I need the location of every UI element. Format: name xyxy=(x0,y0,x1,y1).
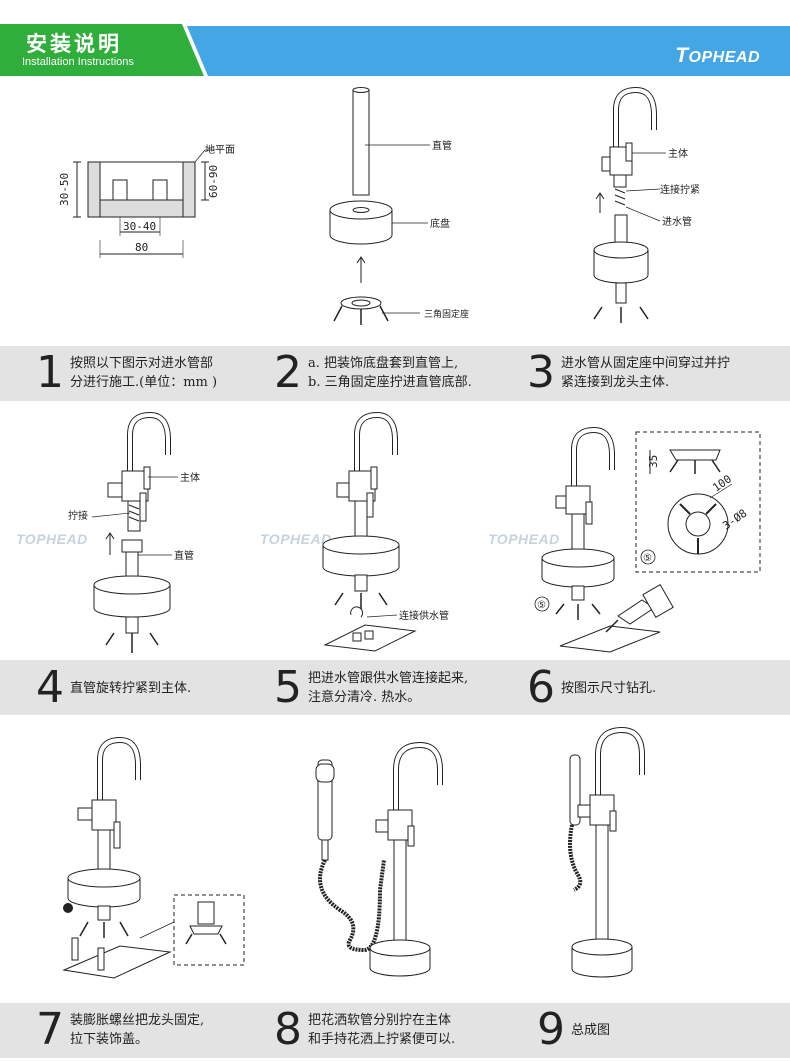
step-band-row-2 xyxy=(0,660,790,715)
header: 安装说明 Installation Instructions TOPHEAD xyxy=(0,0,790,76)
marker-5: ⑤ xyxy=(643,553,652,564)
step-text: 和手持花洒上拧紧便可以. xyxy=(308,1032,456,1047)
step-text: 把花洒软管分别拧在主体 xyxy=(308,1013,452,1028)
figure-inlet-connect: 主体 连接拧紧 进水管 xyxy=(593,86,700,323)
step-band-row-3 xyxy=(0,1003,790,1058)
label-inlet: 进水管 xyxy=(662,215,692,228)
step-number: 3 xyxy=(527,347,555,398)
figure-hose-connect xyxy=(315,741,443,977)
dim-35: 35 xyxy=(647,455,660,468)
step-number: 8 xyxy=(274,1004,302,1055)
figure-anchor-fix xyxy=(62,736,245,979)
header-subtitle: Installation Instructions xyxy=(22,56,134,68)
label-body: 主体 xyxy=(180,472,200,484)
dim-60-90: 60-90 xyxy=(207,165,220,198)
step-1: 1 按照以下图示对进水管部分进行施工.(单位：mm ) xyxy=(36,351,217,395)
figure-pipe-base: 直管 底盘 三角固定座 xyxy=(329,87,469,325)
step-text: 注意分清冷. 热水。 xyxy=(308,690,421,705)
dim-30-50: 30-50 xyxy=(58,173,71,206)
label-pipe: 直管 xyxy=(174,549,194,562)
marker-5: ⑤ xyxy=(537,600,546,611)
brand-logo: TOPHEAD xyxy=(675,44,760,67)
label-pipe: 直管 xyxy=(432,139,452,152)
step-number: 7 xyxy=(36,1004,64,1055)
step-6: 6 按图示尺寸钻孔. xyxy=(527,666,656,710)
step-number: 4 xyxy=(36,662,64,713)
label-screw: 拧接 xyxy=(68,509,88,522)
step-9: 9 总成图 xyxy=(537,1008,610,1052)
step-number: 5 xyxy=(274,662,302,713)
header-banner xyxy=(0,24,790,76)
step-text: 直管旋转拧紧到主体. xyxy=(70,680,192,696)
header-title: 安装说明 xyxy=(26,32,122,56)
step-3: 3 进水管从固定座中间穿过并拧紧连接到龙头主体. xyxy=(527,351,730,395)
figure-drill-holes: ⑤ 35 100 3-Ø8 ⑤ xyxy=(534,426,761,653)
brand-watermark: TOPHEAD xyxy=(488,531,560,547)
step-5: 5 把进水管跟供水管连接起来,注意分清冷. 热水。 xyxy=(274,666,468,710)
step-number: 9 xyxy=(537,1004,565,1055)
figure-pipe-rotate: 主体 拧接 直管 xyxy=(68,411,200,653)
step-text: b. 三角固定座拧进直管底部. xyxy=(308,375,472,390)
label-tripod: 三角固定座 xyxy=(424,308,469,320)
step-text: 把进水管跟供水管连接起来, xyxy=(308,671,469,686)
step-text: 按照以下图示对进水管部 xyxy=(70,356,214,371)
figure-supply-connect: 连接供水管 xyxy=(322,411,449,652)
label-body: 主体 xyxy=(668,148,688,160)
step-text: 按图示尺寸钻孔. xyxy=(561,680,657,696)
step-text: 总成图 xyxy=(571,1022,611,1038)
label-base: 底盘 xyxy=(430,217,450,230)
step-text: a. 把装饰底盘套到直管上, xyxy=(308,356,459,371)
step-text: 紧连接到龙头主体. xyxy=(561,375,670,390)
figure-floor-section: 30-50 60-90 地平面 30-40 80 xyxy=(58,143,235,258)
step-number: 2 xyxy=(274,347,302,398)
step-number: 1 xyxy=(36,347,64,398)
step-8: 8 把花洒软管分别拧在主体和手持花洒上拧紧便可以. xyxy=(274,1008,455,1052)
brand-watermark: TOPHEAD xyxy=(260,531,332,547)
step-text: 分进行施工.(单位：mm ) xyxy=(70,375,218,390)
step-number: 6 xyxy=(527,662,555,713)
label-supply: 连接供水管 xyxy=(399,609,449,622)
figure-assembled xyxy=(568,726,645,978)
step-4: 4 直管旋转拧紧到主体. xyxy=(36,666,191,710)
step-text: 装膨胀螺丝把龙头固定, xyxy=(70,1013,205,1028)
label-floor: 地平面 xyxy=(205,143,235,156)
brand-watermark: TOPHEAD xyxy=(16,531,88,547)
step-2: 2 a. 把装饰底盘套到直管上,b. 三角固定座拧进直管底部. xyxy=(274,351,472,395)
dim-80: 80 xyxy=(135,241,148,254)
dim-100: 100 xyxy=(710,472,734,494)
step-7: 7 装膨胀螺丝把龙头固定,拉下装饰盖。 xyxy=(36,1008,204,1052)
dim-30-40: 30-40 xyxy=(123,220,156,233)
step-text: 拉下装饰盖。 xyxy=(70,1032,149,1047)
step-band-row-1 xyxy=(0,346,790,401)
label-connect: 连接拧紧 xyxy=(660,183,700,196)
step-text: 进水管从固定座中间穿过并拧 xyxy=(561,356,731,371)
